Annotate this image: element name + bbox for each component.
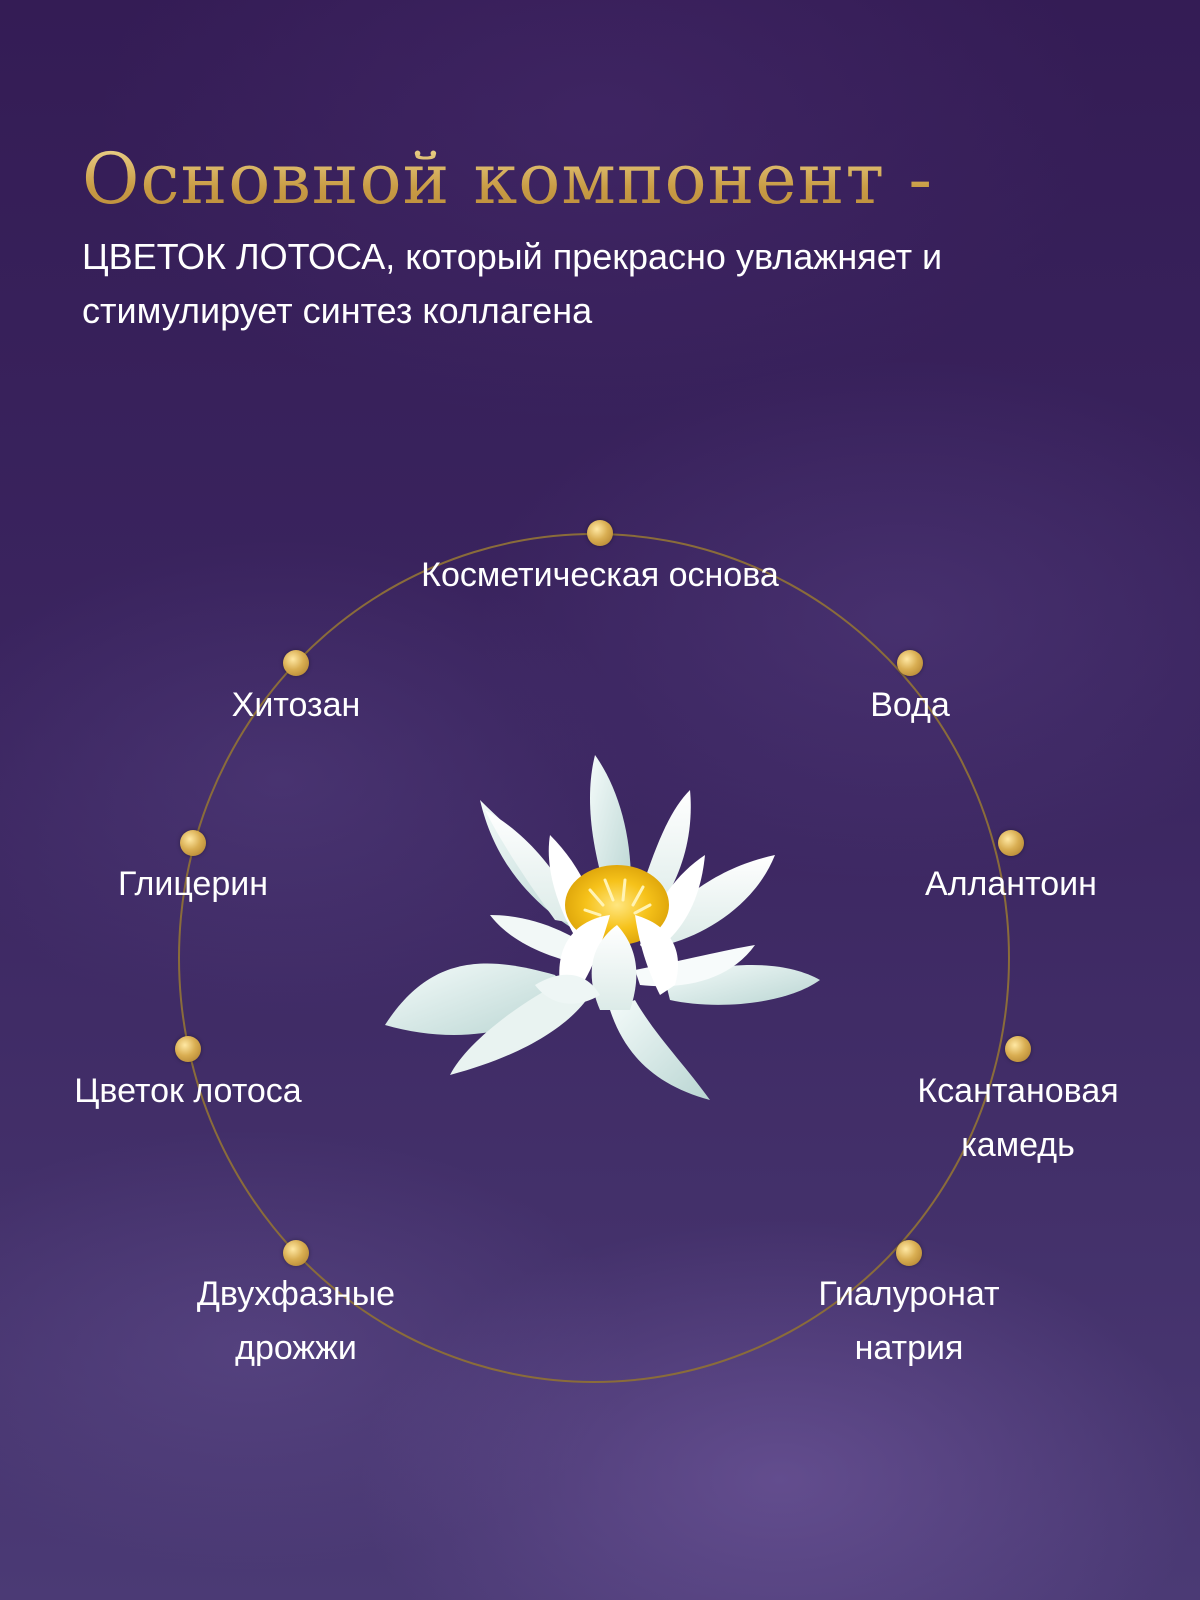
ingredient-label-line: Ксантановая — [917, 1072, 1119, 1110]
ingredient-dot — [896, 1240, 922, 1266]
ingredient-dot — [897, 650, 923, 676]
ingredient-label-line: Аллантоин — [925, 865, 1097, 903]
ingredient-label-line: Вода — [870, 686, 950, 724]
page-subtitle: ЦВЕТОК ЛОТОСА, который прекрасно увлажня… — [82, 236, 943, 331]
ingredient-label-line: Глицерин — [117, 865, 269, 903]
lotus-flower-image — [385, 755, 820, 1100]
ingredient-dot — [283, 1240, 309, 1266]
ingredient-label-line: дрожжи — [235, 1329, 357, 1367]
ingredient-dot — [175, 1036, 201, 1062]
ingredient-label: Хитозан — [232, 678, 361, 732]
ingredient-label-line: натрия — [854, 1329, 964, 1367]
ingredient-label-line: камедь — [961, 1126, 1075, 1164]
ingredient-dot — [283, 650, 309, 676]
ingredient-dot — [998, 830, 1024, 856]
ingredient-label: Аллантоин — [925, 857, 1097, 911]
ingredient-label: Цветок лотоса — [74, 1064, 301, 1118]
ingredient-label: Двухфазные дрожжи — [197, 1267, 395, 1375]
ingredient-dot — [180, 830, 206, 856]
ingredient-dot — [1005, 1036, 1031, 1062]
ingredient-label-line: Косметическая основа — [421, 556, 779, 594]
ingredient-label: Гиалуронат натрия — [818, 1267, 999, 1375]
ingredient-label-line: Гиалуронат — [818, 1275, 1000, 1313]
ingredient-label: Ксантановая камедь — [917, 1064, 1118, 1172]
ingredient-dot — [587, 520, 613, 546]
ingredient-label-line: Цветок лотоса — [74, 1072, 302, 1110]
ingredient-label: Вода — [870, 678, 950, 732]
ingredient-label-line: Хитозан — [231, 686, 361, 724]
ingredient-label: Глицерин — [118, 857, 268, 911]
ingredient-label: Косметическая основа — [421, 548, 779, 602]
page-title: Основной компонент - — [82, 138, 934, 220]
ingredient-label-line: Двухфазные — [196, 1275, 396, 1313]
